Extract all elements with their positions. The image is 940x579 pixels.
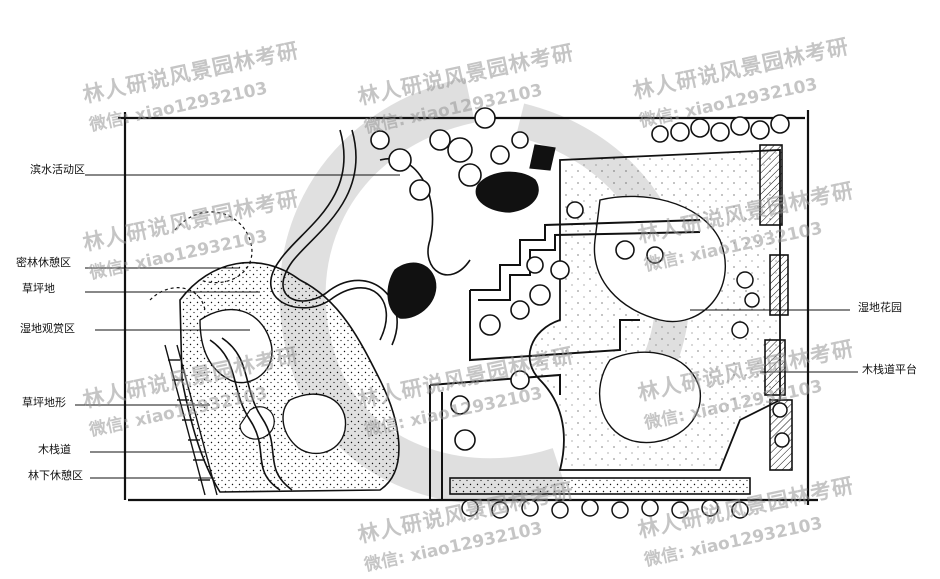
shrub-block-dark bbox=[387, 144, 556, 319]
boardwalk-platform-trees bbox=[731, 271, 790, 448]
label-boardwalk-platform: 木栈道平台 bbox=[862, 363, 917, 376]
label-waterfront-activity: 滨水活动区 bbox=[30, 163, 85, 176]
label-wetland-garden: 湿地花园 bbox=[858, 301, 902, 314]
label-lawn: 草坪地 bbox=[22, 282, 55, 295]
tree-row-top bbox=[651, 114, 790, 143]
label-lawn-terrain: 草坪地形 bbox=[22, 396, 66, 409]
boardwalk-platform-east bbox=[759, 144, 793, 471]
label-dense-forest-rest: 密林休憩区 bbox=[16, 256, 71, 269]
label-leaders bbox=[75, 174, 858, 479]
winding-paths bbox=[209, 129, 471, 491]
south-promenade bbox=[449, 477, 751, 519]
label-boardwalk: 木栈道 bbox=[38, 443, 71, 456]
wetland-garden-water bbox=[528, 149, 781, 471]
woodland-edge-west bbox=[149, 211, 253, 311]
label-understory-rest: 林下休憩区 bbox=[28, 469, 83, 482]
lawn-terrain-west bbox=[179, 261, 400, 493]
terrace-trees bbox=[450, 201, 664, 451]
tree-cluster-north bbox=[370, 107, 529, 201]
label-wetland-viewing: 湿地观赏区 bbox=[20, 322, 75, 335]
boardwalk-west bbox=[164, 344, 218, 496]
